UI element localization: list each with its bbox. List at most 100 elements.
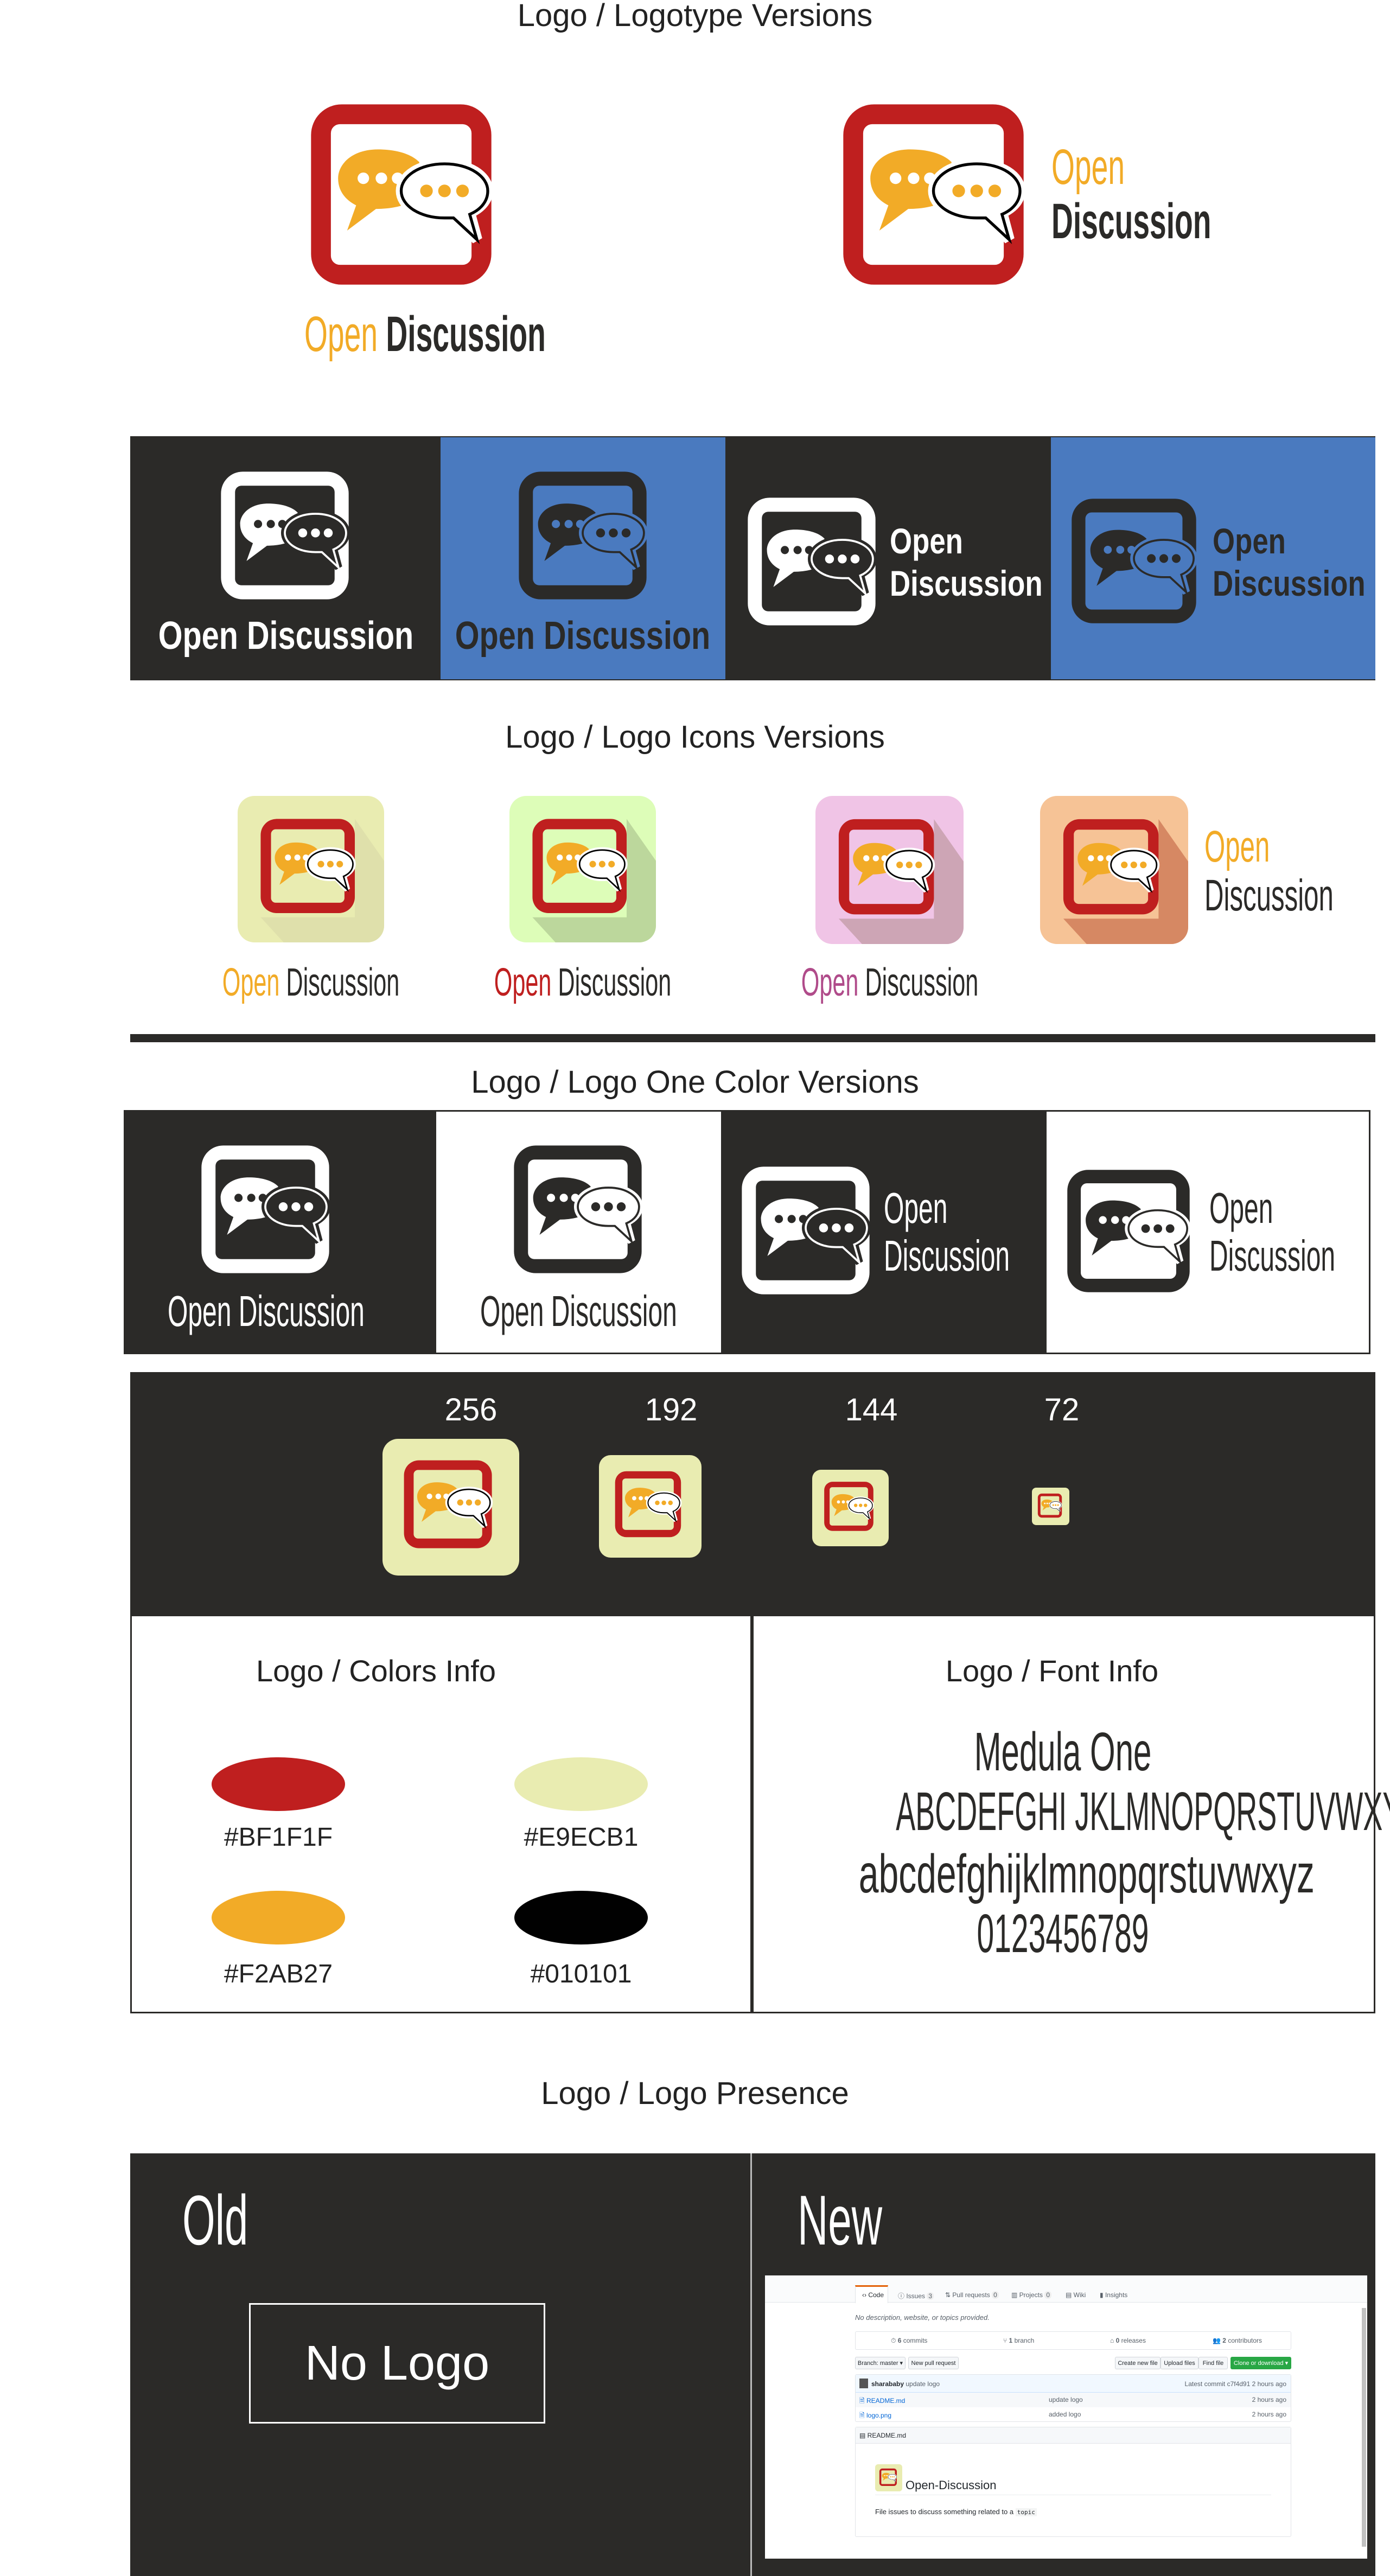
- size-label: 144: [845, 1392, 898, 1427]
- icon-144: [812, 1470, 889, 1546]
- tile-label-discussion: Discussion: [286, 961, 400, 1004]
- tile-label: Open Discussion: [792, 963, 987, 1002]
- banner-panel-dark: Open Discussion: [131, 437, 441, 679]
- branch-select[interactable]: Branch: master ▾: [855, 2357, 906, 2369]
- presence-new-label: New: [798, 2180, 883, 2260]
- tab-insights[interactable]: ▮ Insights: [1100, 2291, 1128, 2299]
- github-repo-screenshot: ‹› Code ⓘ Issues 3 ⇅ Pull requests 0 ▥ P…: [765, 2275, 1367, 2559]
- commit-message[interactable]: update logo: [906, 2380, 940, 2388]
- colors-info-title: Logo / Colors Info: [256, 1654, 496, 1688]
- tile-label-discussion: Discussion: [558, 961, 672, 1004]
- tile-label-open: Open: [1204, 822, 1270, 871]
- new-pull-request-button[interactable]: New pull request: [908, 2357, 959, 2369]
- section-title-one-color: Logo / Logo One Color Versions: [471, 1064, 919, 1100]
- sizes-band: 256 192 144 72: [130, 1372, 1375, 1616]
- banner-text-open: Open: [890, 521, 963, 561]
- one-color-text-discussion: Discussion: [1209, 1232, 1336, 1280]
- color-banner: Open Discussion Open Discussion Open Dis…: [130, 436, 1375, 680]
- font-info-title: Logo / Font Info: [945, 1654, 1159, 1688]
- banner-text: Open Discussion: [158, 614, 414, 658]
- one-color-text: Open Discussion: [480, 1287, 677, 1335]
- color-swatch-red: [212, 1757, 345, 1811]
- stat-num: 2: [1222, 2337, 1226, 2344]
- one-color-text-discussion: Discussion: [884, 1232, 1010, 1280]
- file-commit-msg[interactable]: added logo: [1049, 2411, 1081, 2418]
- logo-icon: [200, 1144, 330, 1274]
- stat-commits[interactable]: ⏱ 6 commits: [891, 2337, 928, 2344]
- logotype-discussion: Discussion: [1051, 194, 1212, 249]
- logo-icon: [841, 103, 1025, 286]
- tile-icon: [509, 796, 656, 942]
- logo-icon: [747, 496, 877, 627]
- banner-panel-dark: Open Discussion: [725, 437, 1051, 679]
- stat-label: releases: [1121, 2337, 1146, 2344]
- icon-192: [599, 1455, 702, 1558]
- banner-text-discussion: Discussion: [890, 563, 1043, 603]
- size-label: 256: [444, 1392, 498, 1427]
- logotype-open: Open: [1051, 139, 1125, 195]
- one-color-panel-light: Open Discussion: [436, 1112, 721, 1353]
- presence-old-label: Old: [182, 2180, 248, 2260]
- tile-label: Open Discussion: [485, 963, 680, 1002]
- clone-download-button[interactable]: Clone or download ▾: [1230, 2357, 1291, 2369]
- section-title-presence: Logo / Logo Presence: [541, 2076, 849, 2111]
- find-file-button[interactable]: Find file: [1198, 2357, 1228, 2369]
- latest-commit: Latest commit c7f4d91 2 hours ago: [1184, 2380, 1286, 2388]
- one-color-panel-dark: Open Discussion: [125, 1112, 436, 1353]
- logo-icon: [741, 1165, 871, 1296]
- stat-contributors[interactable]: 👥 2 contributors: [1213, 2337, 1263, 2344]
- tab-wiki[interactable]: ▤ Wiki: [1066, 2291, 1086, 2299]
- stat-num: 1: [1009, 2337, 1013, 2344]
- file-commit-msg[interactable]: update logo: [1049, 2396, 1083, 2403]
- readme-paragraph: File issues to discuss something related…: [875, 2508, 1014, 2516]
- stat-num: 6: [897, 2337, 902, 2344]
- font-name: Medula One: [974, 1721, 1152, 1782]
- upload-files-button[interactable]: Upload files: [1161, 2357, 1198, 2369]
- tile-label-open: Open: [494, 961, 552, 1004]
- readme-header-bg: [856, 2427, 1291, 2444]
- size-label: 192: [645, 1392, 698, 1427]
- tile-icon: [238, 796, 384, 942]
- file-row[interactable]: 🗎 README.md: [859, 2397, 906, 2405]
- tab-projects[interactable]: ▥ Projects 0: [1011, 2291, 1052, 2299]
- tab-count: 3: [927, 2292, 934, 2300]
- file-name[interactable]: logo.png: [866, 2412, 892, 2419]
- file-row[interactable]: 🗎 logo.png: [859, 2412, 892, 2419]
- tab-count: 0: [1044, 2291, 1052, 2299]
- tab-label: Wiki: [1073, 2291, 1086, 2299]
- readme-filename: README.md: [867, 2432, 907, 2439]
- no-logo-text: No Logo: [304, 2336, 490, 2390]
- file-row-bg: [856, 2393, 1291, 2407]
- tile-label-open: Open: [222, 961, 280, 1004]
- stat-branch[interactable]: ⑂ 1 branch: [1003, 2337, 1035, 2344]
- commit-user[interactable]: sharababy: [871, 2380, 904, 2388]
- readme-title: Open-Discussion: [906, 2478, 997, 2492]
- tile-label: Open Discussion: [213, 963, 409, 1002]
- scrollbar[interactable]: [1362, 2308, 1366, 2547]
- one-color-banner: Open Discussion Open Discussion Open Dis…: [124, 1110, 1370, 1354]
- banner-text: Open Discussion: [455, 614, 711, 658]
- repo-description: No description, website, or topics provi…: [855, 2313, 990, 2322]
- logo-icon: [1070, 498, 1197, 624]
- font-sample-lower: abcdefghijklmnopqrstuvwxyz: [858, 1844, 1315, 1904]
- section-title-icons: Logo / Logo Icons Versions: [505, 719, 885, 755]
- size-label: 72: [1044, 1392, 1080, 1427]
- font-info-box: Logo / Font Info Medula One ABCDEFGHI JK…: [752, 1616, 1390, 2013]
- section-title-logotype: Logo / Logotype Versions: [517, 0, 873, 33]
- stat-label: contributors: [1228, 2337, 1263, 2344]
- colors-info-box: Logo / Colors Info #BF1F1F #E9ECB1 #F2AB…: [130, 1616, 752, 2013]
- stat-releases[interactable]: ⌂ 0 releases: [1110, 2337, 1146, 2344]
- tab-issues[interactable]: ⓘ Issues 3: [898, 2291, 934, 2300]
- file-list: [855, 2374, 1291, 2422]
- tile-icon: [815, 796, 964, 944]
- banner-text-discussion: Discussion: [1213, 563, 1366, 603]
- create-file-button[interactable]: Create new file: [1115, 2357, 1161, 2369]
- file-name[interactable]: README.md: [866, 2397, 906, 2405]
- tab-code[interactable]: ‹› Code: [862, 2291, 884, 2299]
- section-divider: [130, 1034, 1375, 1042]
- presence-divider: [750, 2153, 752, 2576]
- tab-pull-requests[interactable]: ⇅ Pull requests 0: [945, 2291, 999, 2299]
- no-logo-box: No Logo: [249, 2303, 545, 2424]
- tab-count: 0: [992, 2291, 999, 2299]
- one-color-panel-light: Open Discussion: [1047, 1112, 1369, 1353]
